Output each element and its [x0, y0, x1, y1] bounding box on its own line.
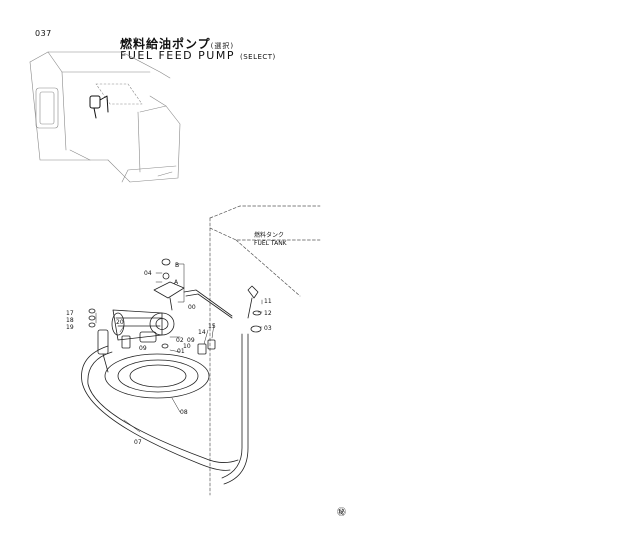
title-english: FUEL FEED PUMP (SELECT)	[120, 49, 276, 62]
part-label-11: 11	[264, 298, 272, 305]
part-label-19: 19	[66, 324, 74, 331]
part-label-10: 10	[183, 343, 191, 350]
part-label-09-b: 09	[187, 337, 195, 344]
part-label-03: 03	[264, 325, 272, 332]
part-label-01: 01	[177, 348, 185, 355]
part-label-20: 20	[116, 319, 124, 326]
title-japanese: 燃料給油ポンプ(選択)	[120, 35, 234, 52]
part-label-15: 15	[208, 323, 216, 330]
footer-mark: ㊙	[337, 508, 347, 518]
part-label-08: 08	[180, 409, 188, 416]
title-japanese-suffix: (選択)	[210, 42, 235, 50]
suction-hose	[221, 285, 259, 485]
part-label-09-a: 09	[139, 345, 147, 352]
small-parts	[88, 258, 262, 355]
part-label-14: 14	[198, 329, 206, 336]
title-japanese-text: 燃料給油ポンプ	[120, 37, 211, 51]
title-english-text: FUEL FEED PUMP	[120, 49, 235, 62]
part-label-12: 12	[264, 310, 272, 317]
pump-assembly	[111, 281, 233, 343]
nozzle-fittings	[97, 329, 131, 373]
machine-overview-sketch	[29, 51, 181, 183]
page-number: 037	[35, 29, 52, 38]
part-label-07: 07	[134, 439, 142, 446]
overview-pump-highlight	[89, 95, 109, 119]
part-label-02: 02	[176, 337, 184, 344]
part-label-00: 00	[188, 304, 196, 311]
part-label-18: 18	[66, 317, 74, 324]
leader-lines	[95, 263, 263, 433]
fuel-tank-label-jp: 燃料タンク	[254, 232, 285, 239]
coiled-hose	[81, 345, 239, 471]
part-label-a: A	[174, 279, 179, 286]
fuel-tank-label-en: FUEL TANK	[254, 240, 287, 247]
part-label-b: B	[175, 262, 179, 269]
part-label-04: 04	[144, 270, 152, 277]
part-label-17: 17	[66, 310, 74, 317]
title-english-suffix: (SELECT)	[239, 53, 276, 61]
fuel-tank-outline	[209, 205, 321, 496]
fuel-tank-label: 燃料タンク FUEL TANK	[254, 232, 287, 248]
part-labels: B 04 A 00 11 12 03 17 18 19 20 09 02 09 …	[66, 262, 272, 446]
